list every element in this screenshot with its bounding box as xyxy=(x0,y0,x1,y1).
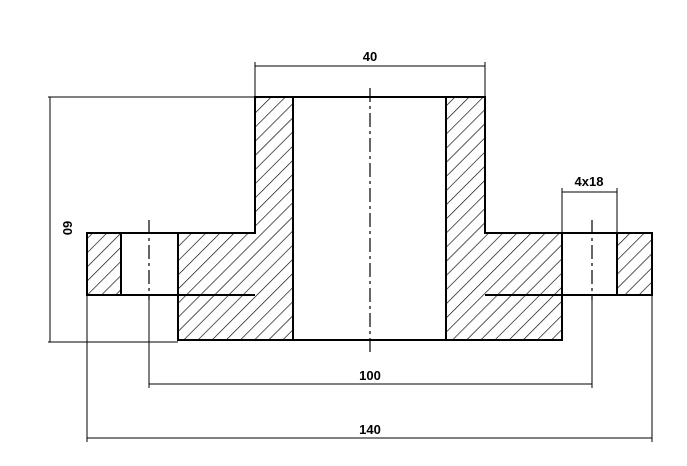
dimension-label-bolt-circle: 100 xyxy=(359,368,381,383)
dimension-bolt-holes: 4x18 xyxy=(561,174,618,233)
dimension-bolt-circle: 100 xyxy=(148,295,593,388)
left-body-section xyxy=(177,96,294,341)
dimension-label-bolt-holes: 4x18 xyxy=(575,174,604,189)
dimension-label-flange-diameter: 140 xyxy=(359,422,381,437)
center-lines xyxy=(148,88,593,352)
dimension-label-hub-width: 40 xyxy=(363,49,377,64)
dimension-hub-width: 40 xyxy=(254,49,486,97)
dimension-flange-diameter: 140 xyxy=(86,295,653,442)
dimension-label-total-height: 60 xyxy=(60,221,75,235)
right-body-section xyxy=(445,96,563,341)
left-flange-outer-section xyxy=(86,232,122,296)
right-flange-outer-section xyxy=(616,232,653,296)
dimension-total-height: 60 xyxy=(48,96,255,343)
